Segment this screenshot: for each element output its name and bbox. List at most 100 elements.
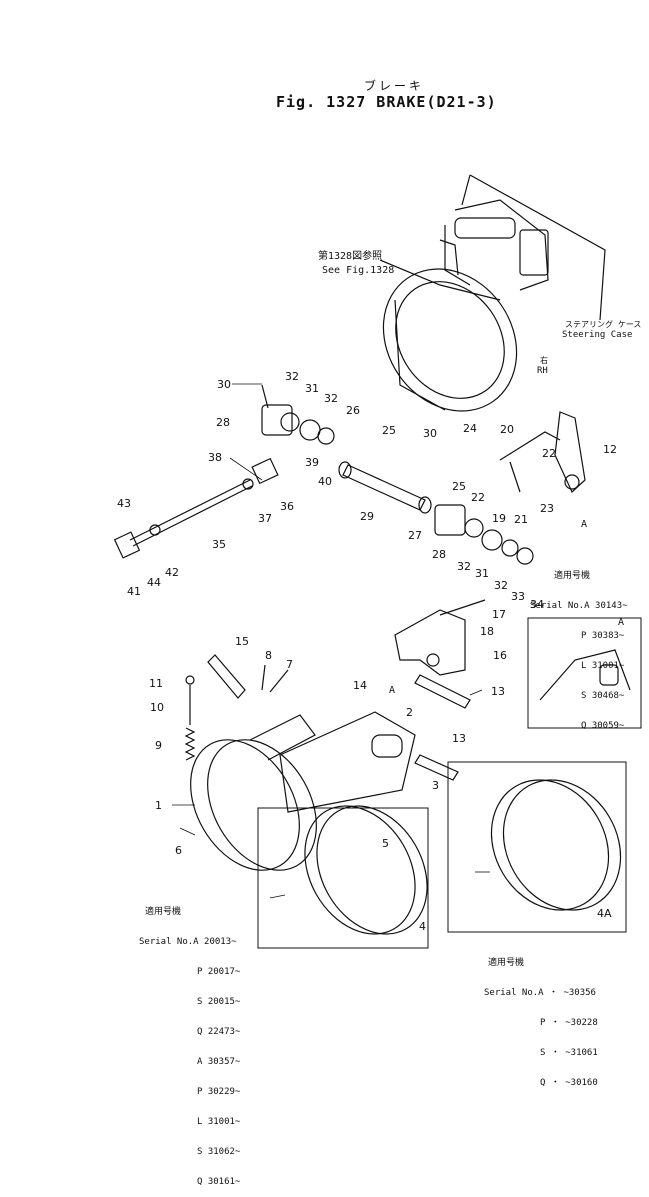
part-label-15: 15 [235,635,249,648]
steering-case-drawing [379,174,606,321]
part-label-22b: 22 [542,447,556,460]
part-label-18: 18 [480,625,494,638]
view-a-inset [527,617,642,729]
part-label-23: 23 [540,502,554,515]
serial-title: 適用号機 [554,571,591,581]
part-label-32a: 32 [285,370,299,383]
inset-detail-2-3 [279,711,416,813]
serial-line: P 30383~ [581,631,625,641]
spring-9-rod-10 [184,675,196,761]
part-label-35: 35 [212,538,226,551]
rh-jp-label: 右 [540,356,548,365]
see-fig-jp-label: 第1328図参照 [318,251,383,262]
serial-line: Serial No.A ・ ~30356 [484,988,596,998]
part-label-44: 44 [147,576,161,589]
part-label-13b: 13 [452,732,466,745]
lever-16-drawing [394,599,486,676]
serial-line: Serial No.A 20013~ [139,937,237,947]
part-label-10: 10 [150,701,164,714]
part-label-32c: 32 [457,560,471,573]
serial-line: P 20017~ [197,967,241,977]
part-label-27: 27 [408,529,422,542]
figure-title: Fig. 1327 BRAKE(D21-3) [276,93,497,111]
rod-35-drawing [113,457,279,559]
part-label-11: 11 [149,677,163,690]
part-label-19: 19 [492,512,506,525]
part-label-25: 25 [382,424,396,437]
serial-title: 適用号機 [488,958,525,968]
serial-line: P 30229~ [197,1087,241,1097]
part-label-26: 26 [346,404,360,417]
part-label-20: 20 [500,423,514,436]
part-label-16: 16 [493,649,507,662]
part-label-25b: 25 [452,480,466,493]
bearing-assy-28-lower [434,504,534,565]
pin-13-drawing [414,674,471,781]
part-label-39: 39 [305,456,319,469]
serial-line: Q ・ ~30160 [540,1078,598,1088]
serial-line: L 31001~ [581,661,625,671]
serial-line: Q 30059~ [581,721,625,731]
shaft-25-drawing [338,461,432,514]
part-label-5: 5 [382,837,389,850]
steering-case-jp-label: ステアリング ケース [565,320,642,329]
see-fig-label: See Fig.1328 [322,265,395,276]
part-label-32d: 32 [494,579,508,592]
part-label-24: 24 [463,422,477,435]
serial-line: S ・ ~31061 [540,1048,598,1058]
part-label-28b: 28 [432,548,446,561]
part-label-38: 38 [208,451,222,464]
serial-block-right-top: 適用号機 Serial No.A 30143~ P 30383~ L 31001… [530,551,628,741]
part-label-13: 13 [491,685,505,698]
part-label-31b: 31 [475,567,489,580]
part-label-2: 2 [406,706,413,719]
part-label-28a: 28 [216,416,230,429]
view-a-marker: A [581,519,588,530]
brake-band-4a-drawing [447,761,627,933]
part-label-4: 4 [419,920,426,933]
part-label-34: 34 [530,598,544,611]
title-japanese: ブレーキ [364,79,425,93]
part-label-6: 6 [175,844,182,857]
rh-label: RH [537,366,548,376]
view-a-marker-lower: A [389,685,396,696]
part-label-33: 33 [511,590,525,603]
part-label-4a: 4A [597,907,612,920]
serial-line: S 30468~ [581,691,625,701]
brake-band-5-drawing [257,805,429,949]
part-label-12: 12 [603,443,617,456]
view-a-marker-inset: A [618,617,625,628]
part-label-41: 41 [127,585,141,598]
part-label-1: 1 [155,799,162,812]
steering-case-label: Steering Case [562,330,633,340]
part-label-30b: 30 [423,427,437,440]
serial-block-right-bottom: 適用号機 Serial No.A ・ ~30356 P ・ ~30228 S ・… [484,938,598,1098]
serial-line: S 20015~ [197,997,241,1007]
part-label-31a: 31 [305,382,319,395]
serial-line: Serial No.A 30143~ [530,601,628,611]
part-label-40: 40 [318,475,332,488]
main-brake-band-drawing [382,268,518,412]
bearing-assy-28-upper [261,384,335,445]
part-label-37: 37 [258,512,272,525]
brake-band-1-drawing [190,714,317,871]
part-label-36: 36 [280,500,294,513]
exploded-brake-diagram [113,174,642,949]
serial-line: L 31001~ [197,1117,241,1127]
part-label-30a: 30 [217,378,231,391]
part-label-22a: 22 [471,491,485,504]
serial-line: A 30357~ [197,1057,241,1067]
serial-line: P ・ ~30228 [540,1018,598,1028]
part-label-32b: 32 [324,392,338,405]
serial-title: 適用号機 [145,907,182,917]
part-label-29: 29 [360,510,374,523]
serial-line: S 31062~ [197,1147,241,1157]
part-label-9: 9 [155,739,162,752]
serial-line: Q 22473~ [197,1027,241,1037]
part-label-7: 7 [286,658,293,671]
part-label-8: 8 [265,649,272,662]
part-label-3: 3 [432,779,439,792]
part-label-21: 21 [514,513,528,526]
part-label-42: 42 [165,566,179,579]
part-label-17: 17 [492,608,506,621]
